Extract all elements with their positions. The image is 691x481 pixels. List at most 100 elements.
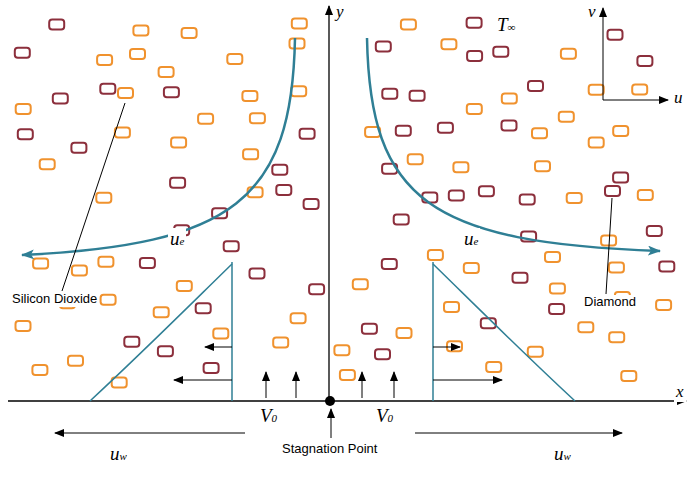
nanoparticle bbox=[545, 252, 560, 262]
nanoparticle bbox=[382, 89, 397, 99]
nanoparticle bbox=[382, 259, 397, 269]
nanoparticle bbox=[467, 51, 482, 61]
nanoparticle bbox=[96, 193, 111, 203]
nanoparticle bbox=[561, 49, 576, 59]
nanoparticle bbox=[290, 39, 305, 49]
nanoparticle bbox=[447, 341, 462, 351]
nanoparticle bbox=[250, 268, 265, 278]
nanoparticle bbox=[97, 55, 112, 65]
nanoparticle bbox=[438, 123, 453, 133]
nanoparticle bbox=[632, 85, 647, 95]
nanoparticle bbox=[118, 88, 133, 98]
velocity-arrow bbox=[205, 347, 232, 348]
nanoparticle bbox=[605, 186, 620, 196]
wall-velocity-arrow bbox=[55, 433, 245, 434]
nanoparticle bbox=[528, 81, 543, 91]
nanoparticle bbox=[513, 273, 528, 283]
nanoparticle bbox=[401, 20, 416, 30]
velocity-label: V0 bbox=[374, 405, 395, 427]
nanoparticle bbox=[140, 258, 155, 268]
nanoparticle bbox=[304, 199, 319, 209]
velocity-label: uw bbox=[552, 443, 573, 465]
velocity-label: V0 bbox=[258, 405, 279, 427]
nanoparticle bbox=[291, 86, 306, 96]
suction-arrow bbox=[296, 372, 297, 398]
nanoparticle bbox=[242, 91, 257, 101]
nanoparticle bbox=[198, 114, 213, 124]
suction-arrow bbox=[362, 372, 363, 398]
nanoparticle bbox=[578, 322, 593, 332]
nanoparticle bbox=[647, 226, 662, 236]
nanoparticle bbox=[659, 261, 674, 271]
nanoparticle bbox=[408, 154, 423, 164]
nanoparticle bbox=[18, 129, 33, 139]
nanoparticle bbox=[528, 347, 543, 357]
leader-line bbox=[62, 103, 125, 291]
nanoparticle bbox=[467, 104, 482, 114]
nanoparticle bbox=[243, 149, 258, 159]
velocity-arrow bbox=[433, 347, 460, 348]
nanoparticle bbox=[68, 356, 83, 366]
nanoparticle bbox=[16, 104, 31, 114]
nanoparticle bbox=[550, 284, 565, 294]
nanoparticle bbox=[449, 191, 464, 201]
streamline bbox=[22, 38, 295, 255]
nanoparticle bbox=[396, 126, 411, 136]
nanoparticle bbox=[71, 143, 86, 153]
nanoparticle bbox=[276, 185, 291, 195]
pointer-arrow bbox=[331, 409, 332, 438]
nanoparticle bbox=[164, 87, 179, 97]
nanoparticle bbox=[16, 321, 31, 331]
nanoparticle bbox=[609, 262, 624, 272]
leader-line bbox=[606, 198, 612, 294]
nanoparticle bbox=[53, 94, 68, 104]
velocity-label: ue bbox=[168, 228, 186, 250]
nanoparticle bbox=[124, 337, 139, 347]
suction-arrow bbox=[394, 372, 395, 398]
velocity-profile bbox=[433, 264, 575, 401]
nanoparticle bbox=[15, 48, 30, 58]
axis-label: u bbox=[672, 88, 685, 108]
stagnation-dot bbox=[325, 396, 335, 406]
nanoparticle bbox=[100, 84, 115, 94]
nanoparticle bbox=[72, 266, 87, 276]
nanoparticle bbox=[40, 159, 55, 169]
nanoparticle bbox=[250, 113, 265, 123]
nanoparticle bbox=[502, 93, 517, 103]
nanoparticle bbox=[133, 26, 148, 36]
material-label: Diamond bbox=[582, 295, 638, 310]
nanoparticle bbox=[467, 18, 482, 28]
nanoparticle bbox=[273, 338, 288, 348]
velocity-arrow bbox=[433, 380, 502, 381]
v-axis bbox=[603, 8, 604, 100]
nanoparticle bbox=[567, 193, 582, 203]
nanoparticle bbox=[532, 128, 547, 138]
nanoparticle bbox=[130, 49, 145, 59]
nanoparticle bbox=[182, 28, 197, 38]
axis-label: v bbox=[586, 2, 598, 22]
nanoparticle bbox=[397, 328, 412, 338]
velocity-arrow bbox=[174, 380, 232, 381]
caption-label: Stagnation Point bbox=[280, 442, 379, 457]
y-axis bbox=[328, 6, 329, 401]
material-label: Silicon Dioxide bbox=[10, 292, 99, 307]
nanoparticle bbox=[394, 214, 409, 224]
nanoparticle bbox=[177, 281, 192, 291]
nanoparticle bbox=[638, 190, 653, 200]
nanoparticle bbox=[493, 47, 508, 57]
nanoparticle bbox=[453, 162, 468, 172]
nanoparticle bbox=[49, 20, 64, 30]
nanoparticle bbox=[115, 128, 130, 138]
nanoparticle bbox=[613, 126, 628, 136]
nanoparticle bbox=[656, 300, 671, 310]
nanoparticle bbox=[549, 304, 564, 314]
nanoparticle bbox=[291, 313, 306, 323]
nanoparticle bbox=[292, 18, 307, 28]
axis-label: y bbox=[334, 2, 346, 22]
nanoparticle bbox=[422, 193, 437, 203]
nanoparticle bbox=[213, 329, 228, 339]
nanoparticle bbox=[334, 345, 349, 355]
nanoparticle bbox=[300, 129, 315, 139]
